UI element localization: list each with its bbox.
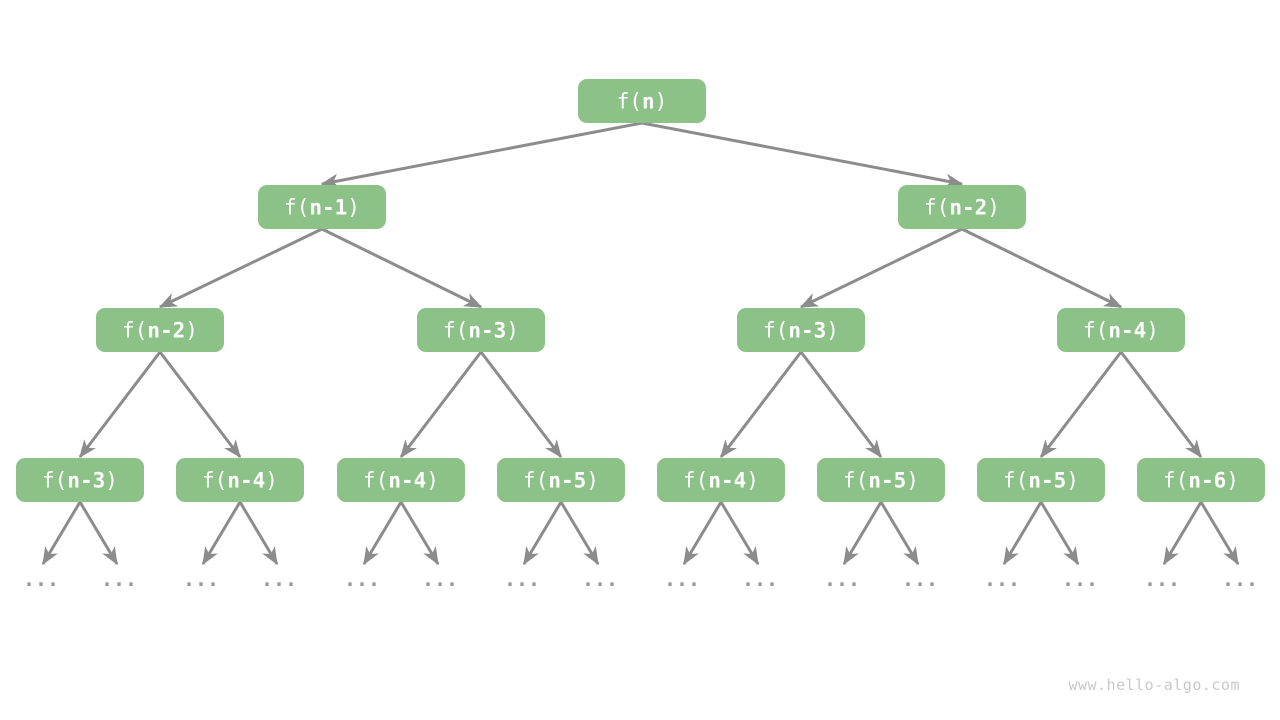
edge-arrow xyxy=(1039,351,1123,459)
edge-arrow xyxy=(320,121,643,189)
tree-node-box xyxy=(977,458,1105,502)
edge-arrow xyxy=(522,501,563,566)
tree-node-label: f(n-6) xyxy=(1163,469,1239,493)
tree-node-label: f(n) xyxy=(617,90,668,114)
edge-arrow xyxy=(1162,501,1203,566)
tree-node-label: f(n-3) xyxy=(763,319,839,343)
tree-node: f(n-4) xyxy=(657,458,785,502)
edge-arrow xyxy=(158,351,242,459)
tree-node-label: f(n-5) xyxy=(523,469,599,493)
tree-node-label: f(n-4) xyxy=(1083,319,1159,343)
edge-arrow xyxy=(399,501,440,566)
tree-node-box xyxy=(176,458,304,502)
edge-arrow xyxy=(78,351,162,459)
edge-arrow xyxy=(719,501,760,566)
tree-node: f(n-5) xyxy=(817,458,945,502)
edge-arrow xyxy=(559,501,600,566)
tree-node: f(n-1) xyxy=(258,185,386,229)
tree-node-label: f(n-4) xyxy=(683,469,759,493)
edge-arrow xyxy=(78,501,119,566)
tree-node-box xyxy=(817,458,945,502)
edge-arrow xyxy=(719,351,803,459)
ellipsis-layer: ........................................… xyxy=(23,567,1258,591)
edge-arrow xyxy=(1119,351,1203,459)
tree-node: f(n-4) xyxy=(176,458,304,502)
edge-arrow xyxy=(41,501,82,566)
edge-arrow xyxy=(158,227,323,309)
tree-node: f(n-4) xyxy=(1057,308,1185,352)
tree-node-box xyxy=(337,458,465,502)
edge-arrow xyxy=(1002,501,1043,566)
edge-arrow xyxy=(682,501,723,566)
tree-node-label: f(n-3) xyxy=(443,319,519,343)
tree-node-label: f(n-5) xyxy=(843,469,919,493)
edge-arrow xyxy=(842,501,883,566)
ellipsis-leaf: ... xyxy=(582,567,618,591)
edge-arrow xyxy=(238,501,279,566)
tree-node: f(n-6) xyxy=(1137,458,1265,502)
tree-node: f(n-3) xyxy=(16,458,144,502)
tree-node-box xyxy=(1137,458,1265,502)
tree-node-box xyxy=(497,458,625,502)
edge-arrow xyxy=(399,351,483,459)
tree-node-box xyxy=(417,308,545,352)
edge-arrow xyxy=(641,121,964,189)
edge-arrow xyxy=(961,227,1123,309)
tree-node-label: f(n-5) xyxy=(1003,469,1079,493)
ellipsis-leaf: ... xyxy=(902,567,938,591)
tree-node-box xyxy=(1057,308,1185,352)
tree-node-label: f(n-3) xyxy=(42,469,118,493)
ellipsis-leaf: ... xyxy=(261,567,297,591)
watermark: www.hello-algo.com xyxy=(1068,676,1240,694)
tree-node: f(n-4) xyxy=(337,458,465,502)
tree-node-label: f(n-4) xyxy=(363,469,439,493)
tree-node: f(n-3) xyxy=(737,308,865,352)
ellipsis-leaf: ... xyxy=(1222,567,1258,591)
ellipsis-leaf: ... xyxy=(1062,567,1098,591)
tree-node-label: f(n-2) xyxy=(924,196,1000,220)
edge-arrow xyxy=(479,351,563,459)
tree-node: f(n-2) xyxy=(898,185,1026,229)
tree-node-box xyxy=(96,308,224,352)
tree-node-label: f(n-4) xyxy=(202,469,278,493)
tree-node-label: f(n-2) xyxy=(122,319,198,343)
tree-node-box xyxy=(578,79,706,123)
tree-node: f(n-3) xyxy=(417,308,545,352)
tree-node-box xyxy=(737,308,865,352)
ellipsis-leaf: ... xyxy=(984,567,1020,591)
ellipsis-leaf: ... xyxy=(1144,567,1180,591)
tree-node-box xyxy=(657,458,785,502)
tree-node: f(n-5) xyxy=(977,458,1105,502)
ellipsis-leaf: ... xyxy=(344,567,380,591)
edges-layer xyxy=(41,121,1240,566)
ellipsis-leaf: ... xyxy=(23,567,59,591)
tree-node-box xyxy=(258,185,386,229)
ellipsis-leaf: ... xyxy=(101,567,137,591)
edge-arrow xyxy=(1199,501,1240,566)
edge-arrow xyxy=(201,501,242,566)
ellipsis-leaf: ... xyxy=(742,567,778,591)
tree-node: f(n-5) xyxy=(497,458,625,502)
edge-arrow xyxy=(362,501,403,566)
ellipsis-leaf: ... xyxy=(824,567,860,591)
ellipsis-leaf: ... xyxy=(422,567,458,591)
tree-node-box xyxy=(16,458,144,502)
edge-arrow xyxy=(321,227,483,309)
edge-arrow xyxy=(1039,501,1080,566)
tree-node: f(n) xyxy=(578,79,706,123)
tree-node: f(n-2) xyxy=(96,308,224,352)
edge-arrow xyxy=(799,227,963,309)
ellipsis-leaf: ... xyxy=(504,567,540,591)
ellipsis-leaf: ... xyxy=(664,567,700,591)
tree-node-label: f(n-1) xyxy=(284,196,360,220)
edge-arrow xyxy=(799,351,883,459)
edge-arrow xyxy=(879,501,920,566)
tree-node-box xyxy=(898,185,1026,229)
nodes-layer: f(n) f(n-1) f(n-2) f(n-2) f(n-3) f(n-3) f(n-4)… xyxy=(16,79,1265,502)
ellipsis-leaf: ... xyxy=(183,567,219,591)
